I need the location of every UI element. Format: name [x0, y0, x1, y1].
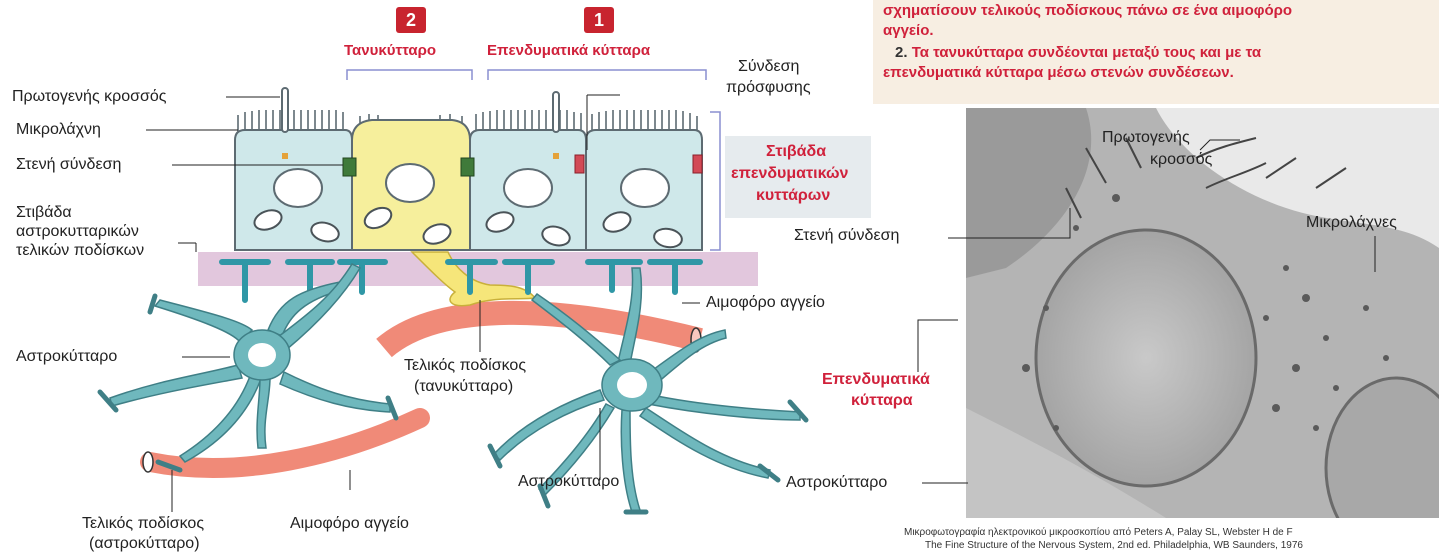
- label-primary-cilium: Πρωτογενής κροσσός: [12, 87, 166, 107]
- label-endfoot-astro-1: Τελικός ποδίσκος: [82, 514, 204, 534]
- astrocyte-right-nucleus: [617, 372, 647, 398]
- label-endfoot-tany-2: (τανυκύτταρο): [414, 377, 513, 397]
- micro-label-ependymal-1: Επενδυματικά: [822, 370, 930, 390]
- micro-label-ependymal-2: κύτταρα: [851, 391, 913, 411]
- label-ep-layer-3: κυττάρων: [756, 186, 830, 206]
- label-blood-vessel-right: Αιμοφόρο αγγείο: [706, 293, 825, 313]
- micro-label-astrocyte: Αστροκύτταρο: [786, 473, 887, 493]
- label-astro-layer-3: τελικών ποδίσκων: [16, 241, 144, 261]
- astrocyte-left: [110, 264, 390, 462]
- tanycyte-title: Τανυκύτταρο: [344, 42, 436, 59]
- label-blood-vessel-bottom: Αιμοφόρο αγγείο: [290, 514, 409, 534]
- label-tight-junction: Στενή σύνδεση: [16, 155, 121, 175]
- micro-caption-2: The Fine Structure of the Nervous System…: [925, 540, 1303, 551]
- badge-2: 2: [396, 7, 426, 33]
- label-microvillus: Μικρολάχνη: [16, 120, 101, 140]
- ependymal-title: Επενδυματικά κύτταρα: [487, 42, 650, 59]
- label-ep-layer-2: επενδυματικών: [731, 164, 848, 184]
- label-adhesion-1: Σύνδεση: [738, 57, 799, 77]
- label-adhesion-2: πρόσφυσης: [726, 78, 811, 98]
- label-astro-layer-1: Στιβάδα: [16, 203, 72, 223]
- micro-caption-1: Μικροφωτογραφία ηλεκτρονικού μικροσκοπίο…: [904, 527, 1293, 538]
- micro-label-cilium-1: Πρωτογενής: [1102, 128, 1190, 148]
- micro-label-tight-junction: Στενή σύνδεση: [794, 226, 899, 246]
- badge-1: 1: [584, 7, 614, 33]
- label-astrocyte-left: Αστροκύτταρο: [16, 347, 117, 367]
- astrocyte-left-nucleus: [248, 343, 276, 367]
- micro-label-microvilli: Μικρολάχνες: [1306, 213, 1397, 233]
- micro-label-cilium-2: κροσσός: [1150, 150, 1212, 170]
- label-astro-layer-2: αστροκυτταρικών: [16, 222, 139, 242]
- label-endfoot-tany-1: Τελικός ποδίσκος: [404, 356, 526, 376]
- label-astrocyte-bottom: Αστροκύτταρο: [518, 472, 619, 492]
- label-endfoot-astro-2: (αστροκύτταρο): [89, 534, 200, 554]
- label-ep-layer-1: Στιβάδα: [766, 142, 826, 162]
